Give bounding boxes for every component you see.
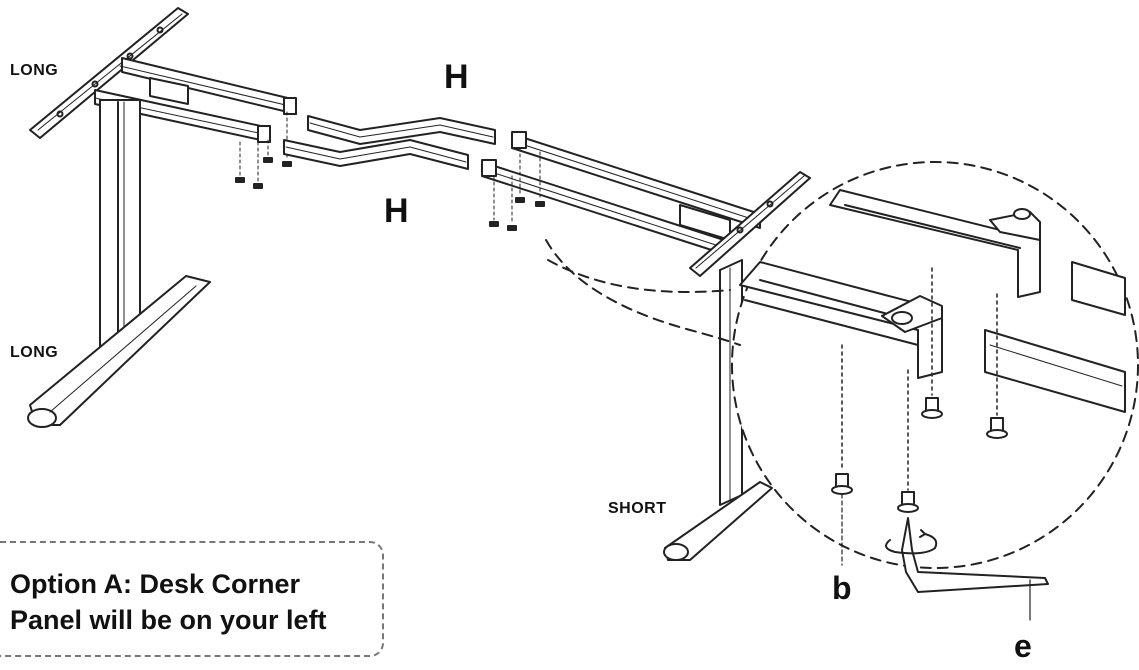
note-line-2: Panel will be on your left [10,605,327,635]
screw-b-4 [986,417,1008,439]
zoom-detail [739,189,1126,621]
right-frame [481,131,811,561]
left-leg [99,99,141,356]
label-h-top: H [444,58,469,96]
label-long-top: LONG [10,62,59,79]
h-bracket-upper [307,115,496,145]
left-frame [27,7,297,428]
h-bracket-lower [283,139,469,170]
label-h-bottom: H [384,192,409,230]
screw-b-3 [921,397,943,419]
label-part-b: b [832,570,852,606]
label-part-e: e [1014,628,1032,664]
hex-key-e [885,517,1049,621]
note-line-1: Option A: Desk Corner [10,569,301,599]
option-note-box: Option A: Desk Corner Panel will be on y… [0,541,384,657]
left-motor-box [149,77,189,105]
right-top-bracket [689,171,811,277]
label-long-bottom: LONG [10,344,59,361]
label-short: SHORT [608,500,667,517]
screw-b-2 [897,491,919,513]
screw-b-1 [831,473,853,495]
